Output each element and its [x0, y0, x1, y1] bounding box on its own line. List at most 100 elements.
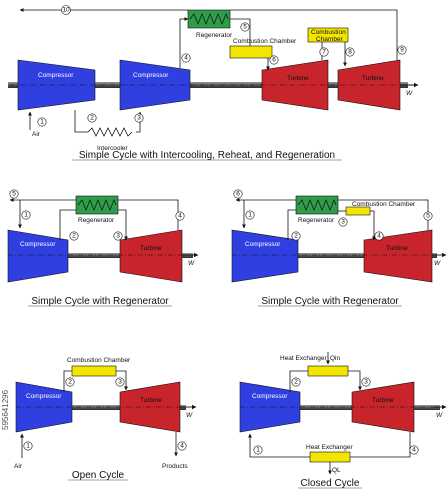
state-4: 4: [377, 233, 381, 240]
shaft: [232, 253, 437, 258]
state-5: 5: [426, 213, 430, 220]
turbine: [363, 229, 433, 283]
regenerator-coil: [77, 199, 117, 211]
diagram-open-cycle: Compressor Turbine W Combustion Chamber …: [14, 357, 197, 481]
regenerator-coil: [189, 13, 229, 25]
intercooler-pipe-in: [74, 110, 88, 133]
caption-2: Simple Cycle with Regenerator: [31, 296, 169, 307]
work-label: W: [406, 90, 413, 97]
q-out-label: QL: [332, 467, 341, 474]
compressor-1: [17, 59, 96, 111]
state-2: 2: [90, 115, 94, 122]
diagram-intercool-reheat-regen: Compressor Compressor Turbine Turbine W …: [8, 5, 419, 161]
state-5: 5: [243, 24, 247, 31]
state-1: 1: [26, 443, 30, 450]
state-2: 2: [72, 233, 76, 240]
combustion-chamber-1: [229, 45, 273, 59]
turbine-1-label: Turbine: [287, 75, 309, 82]
products-label: Products: [162, 463, 188, 470]
state-4: 4: [178, 213, 182, 220]
pipe-comp-to-cc: [63, 370, 72, 392]
compressor-label: Compressor: [20, 241, 56, 248]
pipe-comp-to-regen: [59, 209, 76, 240]
work-label: W: [436, 412, 443, 419]
compressor-label: Compressor: [245, 241, 281, 248]
pipe-regen-to-cc1: [230, 18, 251, 46]
state-1: 1: [24, 212, 28, 219]
pipe-t2-exhaust: [230, 9, 398, 60]
combustion-chamber: [345, 206, 371, 216]
work-label: W: [434, 260, 441, 267]
turbine-label: Turbine: [140, 397, 162, 404]
state-4: 4: [412, 447, 416, 454]
pipe-hx-to-comp: [248, 433, 310, 458]
diagram-regenerator-left: Compressor Turbine W Regenerator 1 2 3 4…: [7, 189, 199, 307]
compressor: [231, 229, 299, 283]
pipe-comp-to-regen: [287, 209, 296, 240]
diagram-regenerator-right: Compressor Turbine W Regenerator Combust…: [231, 189, 447, 307]
shaft: [240, 405, 440, 410]
air-label: Air: [14, 463, 23, 470]
state-5: 5: [12, 191, 16, 198]
state-3: 3: [341, 219, 345, 226]
heat-exchanger-top-label: Heat Exchanger: [280, 355, 327, 362]
compressor-label: Compressor: [26, 393, 62, 400]
state-1: 1: [256, 447, 260, 454]
shaft: [8, 253, 193, 258]
combustion-1-label: Combustion Chamber: [233, 38, 297, 45]
combustion-2-label-line1: Combustion: [311, 29, 346, 36]
state-3: 3: [364, 379, 368, 386]
turbine-label: Turbine: [372, 397, 394, 404]
combustion-chamber: [71, 365, 117, 377]
regenerator-label: Regenerator: [298, 217, 335, 224]
state-3: 3: [118, 379, 122, 386]
intercooler-label: Intercooler: [97, 145, 129, 152]
state-6: 6: [236, 191, 240, 198]
compressor-1-label: Compressor: [38, 72, 74, 79]
pipe-turbine-to-regen: [118, 199, 179, 230]
state-2: 2: [294, 379, 298, 386]
state-2: 2: [68, 379, 72, 386]
heat-exchanger-bottom: [309, 451, 351, 463]
state-2: 2: [294, 233, 298, 240]
regenerator-label: Regenerator: [78, 217, 115, 224]
state-3: 3: [116, 233, 120, 240]
combustion-label: Combustion Chamber: [352, 201, 416, 208]
state-markers: 1 2 3 4 5 6 7 8 9 10: [37, 5, 407, 127]
state-10: 10: [62, 7, 70, 14]
compressor-label: Compressor: [252, 393, 288, 400]
turbine: [119, 229, 183, 283]
pipe-cc-to-turbine: [370, 210, 376, 241]
caption-4: Open Cycle: [72, 470, 125, 481]
caption-5: Closed Cycle: [301, 478, 360, 489]
pipe-cc-to-turbine: [116, 370, 128, 391]
pipe-regen-to-turbine: [118, 209, 128, 241]
regenerator-coil: [297, 199, 337, 211]
state-7: 7: [322, 49, 326, 56]
state-4: 4: [184, 55, 188, 62]
pipe-comp-to-hx: [289, 370, 308, 392]
diagram-closed-cycle: Compressor Turbine W Heat Exchanger Qin …: [239, 352, 447, 489]
heat-exchanger-bottom-label: Heat Exchanger: [306, 444, 353, 451]
compressor-2-label: Compressor: [133, 72, 169, 79]
compressor: [7, 229, 69, 283]
pipe-hx-to-turbine: [348, 370, 362, 391]
state-8: 8: [348, 49, 352, 56]
caption-1: Simple Cycle with Intercooling, Reheat, …: [79, 150, 335, 161]
pipe-c2-to-regen: [179, 17, 189, 68]
heat-exchanger-top: [307, 365, 349, 377]
state-6: 6: [272, 57, 276, 64]
state-4: 4: [180, 443, 184, 450]
shaft: [16, 405, 186, 410]
regenerator-label: Regenerator: [196, 32, 233, 39]
turbine-2: [337, 59, 401, 111]
pipe-turbine-to-hx: [350, 432, 411, 458]
turbine-2-label: Turbine: [362, 75, 384, 82]
caption-3: Simple Cycle with Regenerator: [261, 296, 399, 307]
q-in-label: Qin: [330, 355, 341, 362]
air-label: Air: [32, 131, 41, 138]
state-3: 3: [137, 115, 141, 122]
state-1: 1: [40, 119, 44, 126]
